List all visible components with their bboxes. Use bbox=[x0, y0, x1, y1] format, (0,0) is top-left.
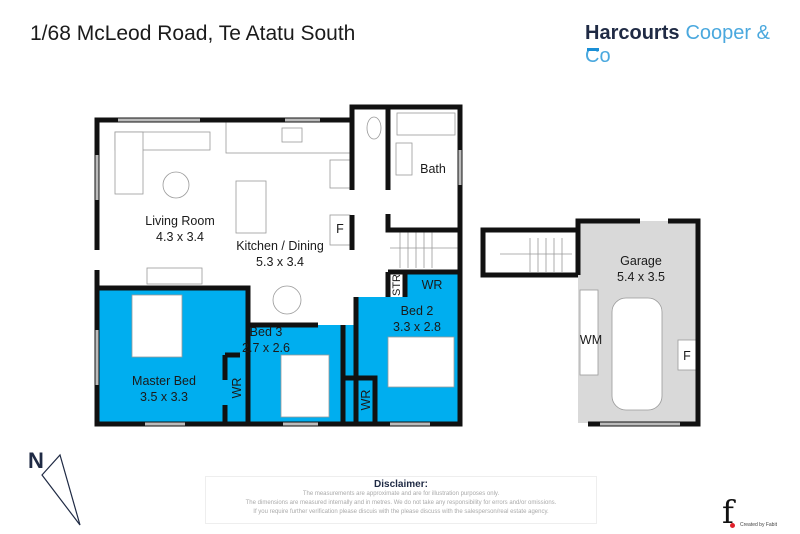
master-bed-furniture bbox=[131, 294, 183, 358]
bed2-wr-label: WR bbox=[422, 278, 443, 292]
bath-wall bbox=[385, 107, 460, 233]
bed3-wall bbox=[248, 322, 346, 422]
fabit-dot-icon bbox=[730, 523, 735, 528]
toilet bbox=[366, 116, 382, 140]
storage-label: STR bbox=[391, 274, 403, 296]
disclaimer-title: Disclaimer: bbox=[374, 479, 428, 490]
living-room-label: Living Room bbox=[145, 214, 214, 228]
stair-annex-wall bbox=[480, 227, 578, 278]
master-wr-wall bbox=[222, 352, 240, 422]
disclaimer-line: The dimensions are measured internally a… bbox=[245, 500, 557, 506]
master-wall bbox=[98, 285, 251, 422]
bed3-wr-wall bbox=[343, 375, 378, 422]
garage-bench bbox=[579, 289, 599, 376]
property-address-title: 1/68 McLeod Road, Te Atatu South bbox=[30, 22, 356, 45]
credit-text: Created by Fabit bbox=[740, 522, 777, 528]
fabit-f-icon: f bbox=[722, 493, 734, 531]
sofa-chaise bbox=[114, 131, 144, 195]
sink bbox=[281, 127, 303, 143]
bed2-furniture bbox=[387, 336, 455, 388]
bed3-label: Bed 3 bbox=[250, 325, 283, 339]
dining-table bbox=[272, 285, 302, 315]
disclaimer-line: The measurements are approximate and are… bbox=[302, 491, 500, 497]
kitchen-size: 5.3 x 3.4 bbox=[256, 255, 304, 269]
vanity bbox=[395, 142, 413, 176]
bed3-size: 2.7 x 2.6 bbox=[242, 341, 290, 355]
living-room-size: 4.3 x 3.4 bbox=[156, 230, 204, 244]
north-compass: N bbox=[28, 448, 81, 526]
compass-north-label: N bbox=[28, 448, 44, 473]
bed3-furniture bbox=[280, 354, 330, 418]
car bbox=[611, 297, 663, 411]
master-wr-label: WR bbox=[230, 378, 244, 399]
garage-label: Garage bbox=[620, 254, 662, 268]
stairs bbox=[390, 232, 572, 272]
kitchen-label: Kitchen / Dining bbox=[236, 239, 324, 253]
compass-arrow-icon bbox=[41, 453, 81, 526]
fabit-logo: f Created by Fabit bbox=[722, 493, 777, 531]
coffee-table bbox=[162, 171, 190, 199]
tv-unit bbox=[146, 267, 203, 285]
windows bbox=[95, 118, 680, 426]
bed2-label: Bed 2 bbox=[401, 304, 434, 318]
bath-label: Bath bbox=[420, 162, 446, 176]
bathtub bbox=[396, 112, 456, 136]
disclaimer-box: Disclaimer: The measurements are approxi… bbox=[205, 476, 597, 524]
bed2-size: 3.3 x 2.8 bbox=[393, 320, 441, 334]
fridge-label: F bbox=[336, 222, 344, 236]
master-bed-size: 3.5 x 3.3 bbox=[140, 390, 188, 404]
furniture bbox=[114, 112, 697, 418]
disclaimer-line: If you require further verification plea… bbox=[253, 509, 549, 515]
washing-machine-label: WM bbox=[580, 333, 602, 347]
garage-fridge-label: F bbox=[683, 349, 691, 363]
bed3-wr-label: WR bbox=[359, 390, 373, 411]
master-bed-label: Master Bed bbox=[132, 374, 196, 388]
logo-underline bbox=[587, 48, 599, 51]
cooktop bbox=[329, 159, 351, 189]
bed2-wr-fill bbox=[405, 272, 458, 297]
brand-primary: Harcourts bbox=[585, 22, 680, 44]
bed2-wall bbox=[353, 269, 460, 422]
kitchen-island bbox=[235, 180, 267, 234]
garage-size: 5.4 x 3.5 bbox=[617, 270, 665, 284]
